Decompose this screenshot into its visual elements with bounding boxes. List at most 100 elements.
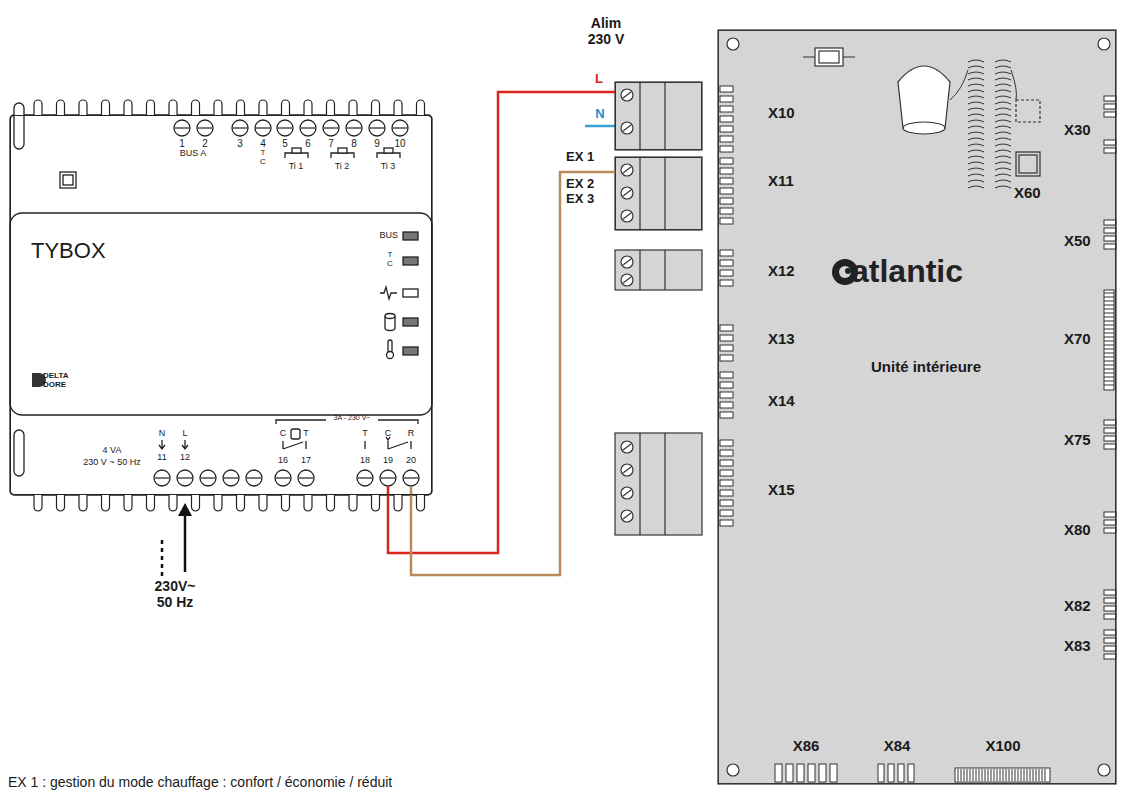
housing-fin <box>124 495 132 511</box>
ribbon-cable <box>995 120 1011 122</box>
board-connector <box>964 769 965 781</box>
ribbon-cable <box>968 78 984 80</box>
terminal-label: 20 <box>406 455 416 465</box>
board-connector <box>1104 590 1116 595</box>
board-connector <box>878 764 884 782</box>
terminal-screw <box>154 470 170 486</box>
board-connector <box>985 769 986 781</box>
ribbon-cable <box>968 156 984 158</box>
terminal-label: C <box>280 428 287 438</box>
board-connector <box>720 218 733 224</box>
housing-fin <box>214 100 222 115</box>
connector-label: X75 <box>1064 431 1091 448</box>
terminal-label: T <box>362 428 368 438</box>
board-connector <box>1104 654 1116 659</box>
board-connector <box>1104 365 1114 366</box>
supply-arrow <box>184 514 187 572</box>
board <box>718 30 1116 784</box>
board <box>1019 155 1037 173</box>
board-connector <box>720 440 733 446</box>
terminal-label: L <box>182 428 187 438</box>
ribbon-cable <box>995 138 1011 140</box>
node-label: EX 1 <box>566 150 594 165</box>
terminal-screw <box>369 120 385 136</box>
terminal-plug <box>621 122 633 134</box>
board-connector <box>1104 345 1114 346</box>
board-connector <box>1104 321 1114 322</box>
node-label: Alim 230 V <box>578 15 634 47</box>
terminal-screw <box>256 127 270 128</box>
board-connector <box>973 769 974 781</box>
ribbon-cable <box>968 138 984 140</box>
terminal-screw <box>301 127 315 128</box>
terminal-screw <box>300 120 316 136</box>
housing-fin <box>394 495 402 511</box>
terminal-label: T <box>303 428 309 438</box>
board-connector <box>1104 236 1116 241</box>
housing-fin <box>259 100 267 115</box>
board-connector <box>1104 349 1114 350</box>
board-connector <box>1104 293 1114 294</box>
terminal-label: R <box>408 428 415 438</box>
connector-label: X84 <box>884 737 911 754</box>
ribbon-cable <box>995 168 1011 170</box>
terminal-screw <box>357 470 373 486</box>
terminal-screw <box>298 470 314 486</box>
terminal-label: Ti 3 <box>381 161 396 171</box>
board-connector <box>1104 333 1114 334</box>
ribbon-cable <box>968 72 984 74</box>
board-connector <box>955 768 1050 782</box>
tybox-housing <box>10 115 432 495</box>
board-connector <box>1104 317 1114 318</box>
housing-fin <box>192 495 200 511</box>
ribbon-cable <box>995 108 1011 110</box>
terminal-screw <box>276 477 290 478</box>
node-label: TYBOX <box>31 238 106 263</box>
board-connector <box>1104 96 1116 101</box>
housing-fin <box>417 495 425 511</box>
terminal-plug <box>621 441 633 453</box>
connector-label: X100 <box>985 737 1020 754</box>
board-connector <box>1015 769 1016 781</box>
terminal-plug <box>621 510 633 522</box>
housing-fin <box>417 100 425 115</box>
ribbon-cable <box>968 162 984 164</box>
board-connector <box>994 769 995 781</box>
tybox-housing <box>385 314 395 319</box>
ribbon-cable <box>968 90 984 92</box>
brand-logo: atlantic <box>851 253 963 290</box>
board-connector <box>1006 769 1007 781</box>
housing-fin <box>147 495 155 511</box>
terminal-screw <box>393 127 407 128</box>
board-connector <box>1104 337 1114 338</box>
board-connector <box>1104 309 1114 310</box>
board-connector <box>720 146 733 152</box>
board-connector <box>1104 244 1116 249</box>
terminal-screw <box>370 127 384 128</box>
terminal-plug <box>621 89 633 101</box>
board-connector <box>1104 341 1114 342</box>
board <box>1098 38 1110 50</box>
board <box>845 268 851 274</box>
tybox-housing <box>338 148 347 153</box>
ribbon-cable <box>995 72 1011 74</box>
board-connector <box>1024 769 1025 781</box>
board-connector <box>720 450 733 456</box>
terminal-plug: Alim 230 V <box>615 82 702 150</box>
ribbon-cable <box>995 186 1011 188</box>
node-label: EX 2 <box>566 177 594 192</box>
board-connector <box>720 335 733 341</box>
board <box>727 38 739 50</box>
board-connector <box>908 764 914 782</box>
housing-fin <box>394 100 402 115</box>
board-connector <box>786 764 793 782</box>
tybox-housing <box>63 175 73 185</box>
housing-fin <box>79 495 87 511</box>
board-connector <box>720 96 733 102</box>
terminal-plug <box>623 190 631 196</box>
ribbon-cable <box>995 162 1011 164</box>
terminal-label: N <box>595 107 604 122</box>
board-connector <box>720 510 733 516</box>
terminal-label: 5 <box>282 138 288 150</box>
board-connector <box>720 412 733 418</box>
